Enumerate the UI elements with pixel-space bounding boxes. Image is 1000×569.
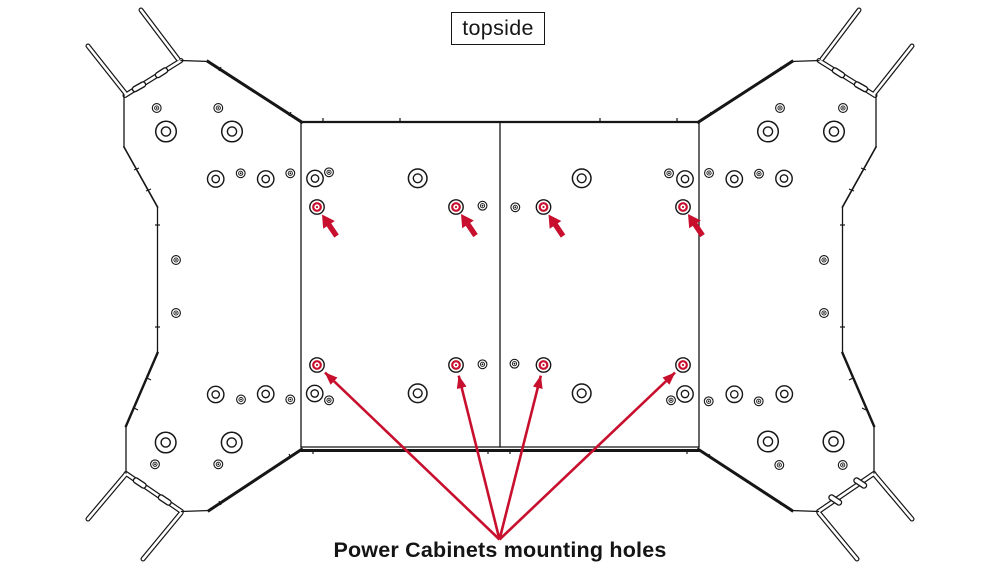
screw-hole xyxy=(150,459,160,470)
bolt-hole-large xyxy=(220,120,244,143)
screw-hole xyxy=(753,396,764,407)
screw-hole xyxy=(838,103,848,113)
screw-hole xyxy=(664,168,674,179)
bolt-hole-large xyxy=(407,383,428,404)
bolt-hole xyxy=(676,170,694,188)
screw-hole xyxy=(151,103,162,113)
pointer-arrow-icon xyxy=(548,214,566,238)
bolt-hole-large xyxy=(407,168,428,189)
bolt-hole xyxy=(256,170,275,188)
power-cabinet-mounting-hole xyxy=(535,199,552,215)
power-cabinet-mounting-hole xyxy=(309,199,325,215)
power-cabinet-mounting-hole xyxy=(675,357,691,373)
power-cabinet-mounting-hole xyxy=(448,199,464,215)
bolt-hole xyxy=(206,385,225,404)
bolt-hole xyxy=(725,170,744,188)
screw-hole xyxy=(775,103,785,113)
bolt-hole xyxy=(725,385,744,404)
bolt-hole xyxy=(306,169,324,188)
screw-hole xyxy=(666,395,676,406)
pointer-arrow-icon xyxy=(461,214,478,238)
bolt-hole xyxy=(305,384,324,403)
power-cabinet-mounting-hole xyxy=(675,199,691,215)
screw-hole xyxy=(754,168,764,179)
topside-label-box: topside xyxy=(451,12,545,45)
power-cabinet-mounting-hole xyxy=(448,357,464,373)
screw-hole xyxy=(704,168,714,178)
bolt-hole-large xyxy=(822,430,845,453)
screw-hole xyxy=(819,255,829,265)
topside-label: topside xyxy=(462,16,534,40)
bracket-layer xyxy=(85,7,915,562)
bolt-hole-large xyxy=(154,120,178,143)
screw-hole xyxy=(236,394,246,405)
power-cabinet-mounting-hole xyxy=(309,357,325,373)
bolt-hole xyxy=(775,169,793,188)
power-cabinet-mounting-hole xyxy=(535,357,552,373)
holes-layer xyxy=(150,103,848,470)
screw-hole xyxy=(285,394,296,405)
leader-arrow xyxy=(498,371,676,541)
bolt-hole xyxy=(676,385,694,403)
bolt-hole-large xyxy=(154,431,177,454)
pointer-arrow-icon xyxy=(688,214,705,238)
screw-hole xyxy=(324,167,334,178)
leader-arrow xyxy=(324,371,501,541)
bolt-hole-large xyxy=(822,120,846,143)
pointer-arrow-icon xyxy=(322,214,339,238)
bolt-hole-large xyxy=(571,383,592,404)
leader-arrow xyxy=(456,375,501,540)
bolt-hole xyxy=(206,170,225,188)
screw-hole xyxy=(819,308,829,318)
bolt-hole-large xyxy=(756,120,780,143)
screw-hole xyxy=(213,103,224,113)
bolt-hole-large xyxy=(571,168,592,189)
screw-hole xyxy=(213,459,224,470)
bolt-hole xyxy=(775,385,794,403)
screw-hole xyxy=(837,460,848,470)
caption-power-cabinets-mounting-holes: Power Cabinets mounting holes xyxy=(333,538,667,562)
outline-layer xyxy=(122,59,878,513)
screw-hole xyxy=(235,168,246,179)
arrows-layer xyxy=(322,214,705,541)
bolt-hole-large xyxy=(220,431,243,454)
screw-hole xyxy=(171,308,181,318)
screw-hole xyxy=(324,395,334,406)
screw-hole xyxy=(285,168,296,179)
screw-hole xyxy=(774,460,785,470)
leader-arrow xyxy=(498,375,543,540)
bolt-hole-large xyxy=(756,430,780,453)
screw-hole xyxy=(477,200,488,211)
screw-hole xyxy=(171,255,181,265)
screw-hole xyxy=(703,396,714,407)
bolt-hole xyxy=(256,385,275,403)
screw-hole xyxy=(477,359,488,370)
screw-hole xyxy=(509,358,520,369)
screw-hole xyxy=(510,202,521,213)
